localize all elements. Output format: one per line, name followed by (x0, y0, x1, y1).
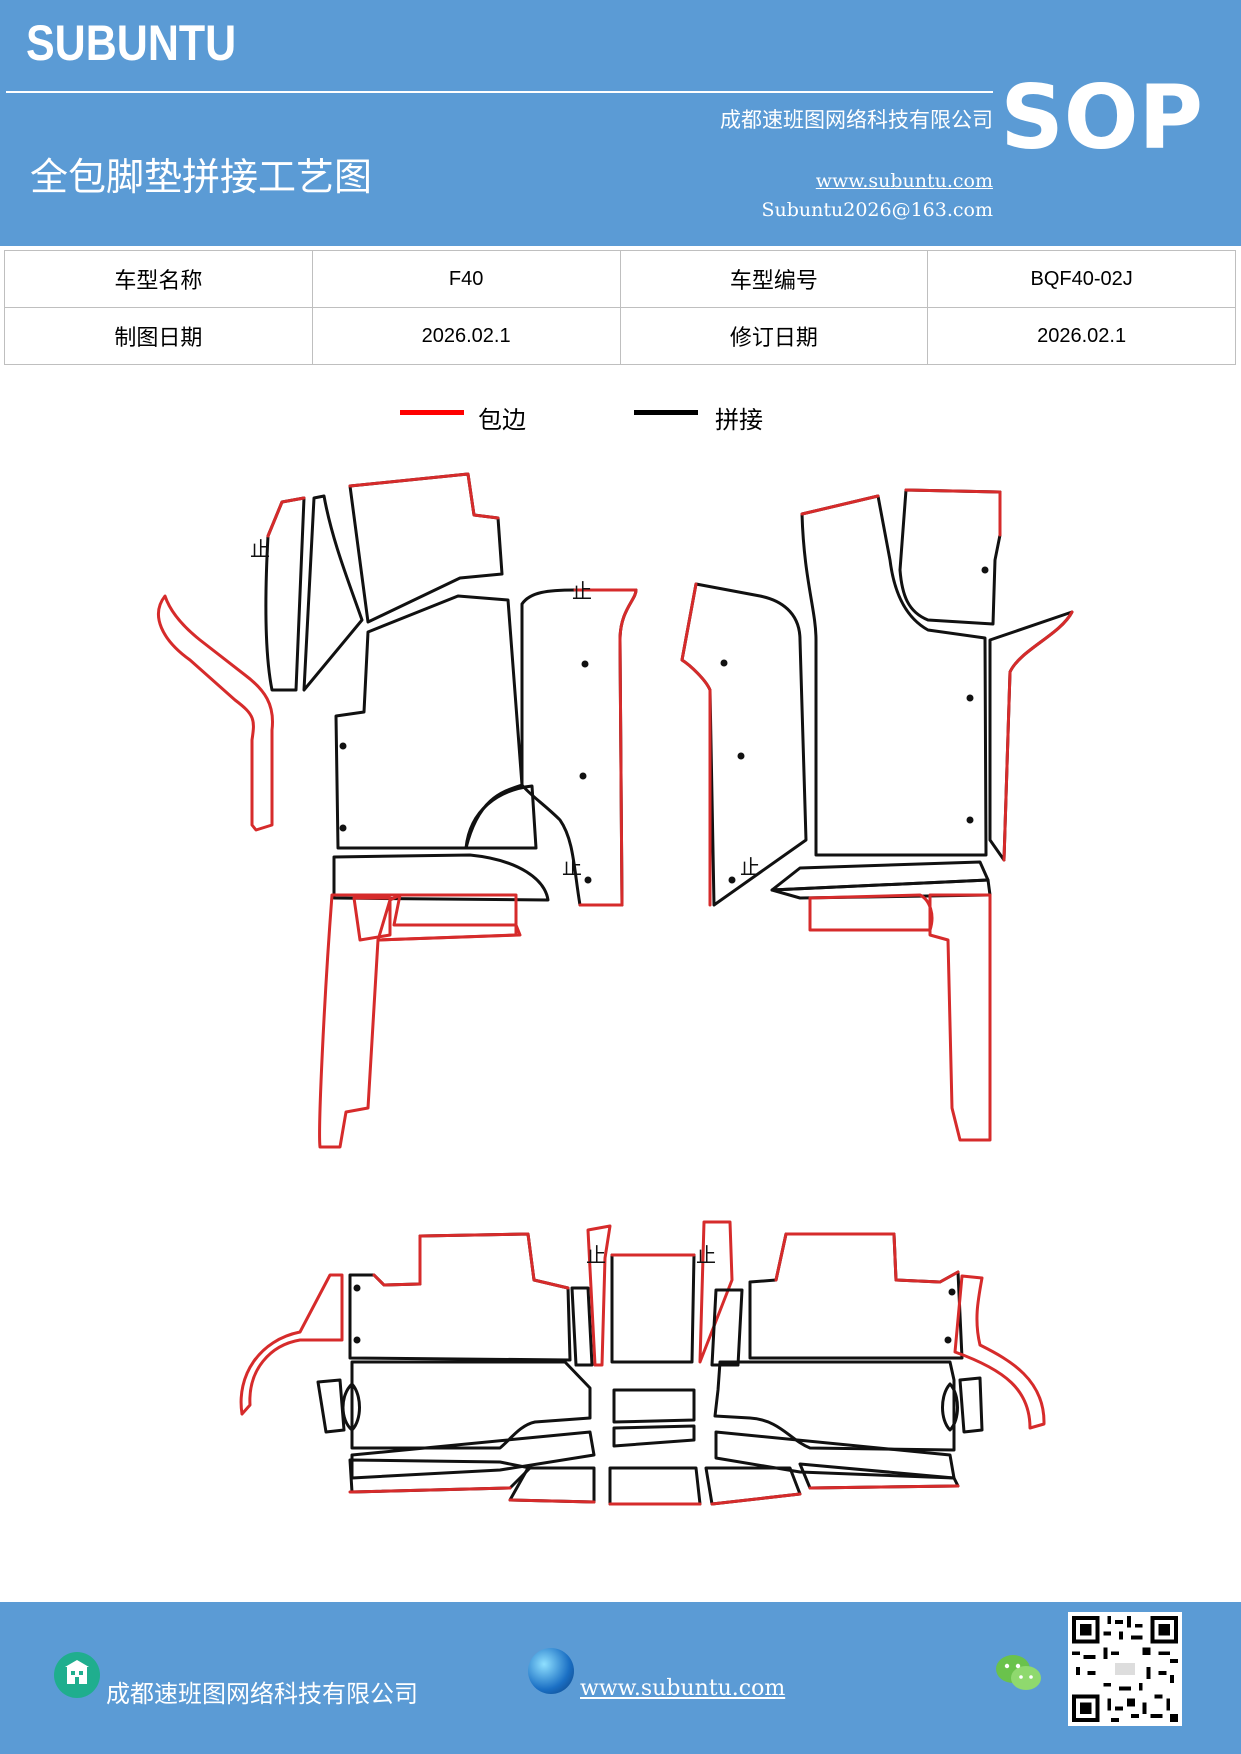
stop-mark: 止 (586, 1243, 606, 1267)
draw-date-label: 制图日期 (4, 307, 313, 365)
stop-mark: 止 (740, 855, 760, 879)
legend: 包边 拼接 (0, 400, 1241, 440)
stop-mark: 止 (696, 1243, 716, 1267)
document-title: 全包脚垫拼接工艺图 (30, 155, 373, 199)
sop-badge: SOP (1000, 66, 1203, 169)
footer-company: 成都速班图网络科技有限公司 (106, 1680, 418, 1708)
revise-date-value: 2026.02.1 (927, 307, 1236, 365)
front-right-mats (680, 488, 1074, 1142)
anchor-dots (339, 566, 989, 1344)
stop-mark: 止 (572, 579, 592, 603)
header-divider (6, 91, 993, 93)
page-header: SUBUNTU 成都速班图网络科技有限公司 全包脚垫拼接工艺图 www.subu… (0, 0, 1241, 246)
table-row: 车型名称 F40 车型编号 BQF40-02J (4, 250, 1236, 308)
mat-piece (157, 594, 275, 832)
draw-date-value: 2026.02.1 (311, 307, 621, 365)
legend-edge-label: 包边 (478, 406, 526, 434)
model-code-label: 车型编号 (619, 250, 929, 308)
model-name-label: 车型名称 (4, 250, 313, 308)
brand-logo: SUBUNTU (26, 15, 237, 71)
model-name-value: F40 (311, 250, 621, 308)
legend-join-swatch (634, 410, 698, 415)
stop-mark: 止 (562, 855, 582, 879)
front-left-mats (157, 472, 638, 1149)
building-icon (54, 1652, 100, 1698)
rear-mats (239, 1220, 1046, 1506)
legend-join-label: 拼接 (715, 406, 763, 434)
header-email[interactable]: Subuntu2026@163.com (761, 199, 993, 221)
header-website-link[interactable]: www.subuntu.com (815, 170, 993, 192)
revise-date-label: 修订日期 (619, 307, 929, 365)
wechat-icon[interactable] (994, 1652, 1044, 1694)
qr-code[interactable] (1068, 1612, 1182, 1726)
header-company: 成都速班图网络科技有限公司 (720, 108, 993, 132)
footer-website-link[interactable]: www.subuntu.com (580, 1676, 786, 1701)
model-code-value: BQF40-02J (927, 250, 1236, 308)
legend-edge-swatch (400, 410, 464, 415)
globe-icon (528, 1648, 574, 1694)
info-table: 车型名称 F40 车型编号 BQF40-02J 制图日期 2026.02.1 修… (4, 250, 1236, 365)
table-row: 制图日期 2026.02.1 修订日期 2026.02.1 (4, 307, 1236, 365)
page-footer: 成都速班图网络科技有限公司 www.subuntu.com (0, 1602, 1241, 1754)
stop-mark: 止 (250, 537, 270, 561)
